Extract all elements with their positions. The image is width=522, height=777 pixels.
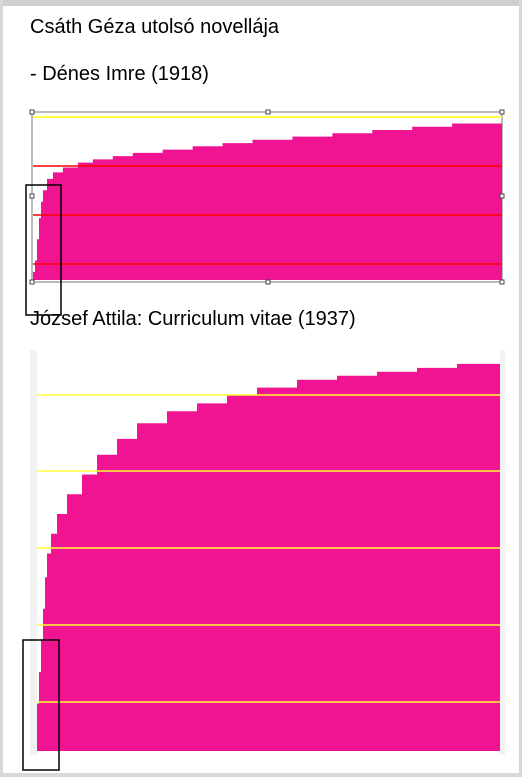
chart2-title: József Attila: Curriculum vitae (1937) — [30, 308, 356, 330]
page-title: Csáth Géza utolsó novellája — [30, 16, 280, 38]
highlight-box-chart2 — [22, 639, 60, 771]
resize-handle-top[interactable] — [265, 109, 271, 115]
chart2-plot-area — [37, 356, 500, 751]
resize-handle-right[interactable] — [499, 193, 505, 199]
chart1[interactable] — [29, 109, 505, 285]
resize-handle-left[interactable] — [29, 193, 35, 199]
window-right-border — [519, 0, 522, 777]
chart1-title: - Dénes Imre (1918) — [30, 63, 209, 85]
resize-handle-bottom[interactable] — [265, 279, 271, 285]
resize-handle-bottom-right[interactable] — [499, 279, 505, 285]
window-bottom-border — [0, 773, 522, 777]
resize-handle-top-left[interactable] — [29, 109, 35, 115]
chart1-plot-area-series — [33, 117, 502, 280]
chart1-plot-area — [33, 116, 502, 280]
resize-handle-top-right[interactable] — [499, 109, 505, 115]
window-top-border — [0, 0, 522, 6]
highlight-box-chart1 — [25, 184, 62, 316]
resize-handle-bottom-left[interactable] — [29, 279, 35, 285]
window-left-border — [0, 0, 3, 777]
chart2[interactable] — [30, 350, 505, 755]
chart2-plot-area-series — [37, 356, 500, 751]
